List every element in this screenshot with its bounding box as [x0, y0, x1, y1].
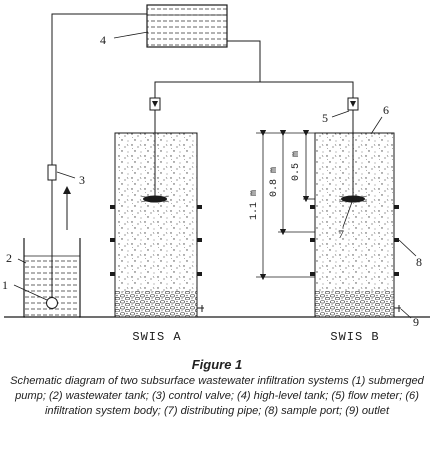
control-valve: [47, 164, 57, 181]
callout-1: 1: [2, 278, 8, 292]
outlet-b: [394, 305, 401, 312]
figure-caption-text: Schematic diagram of two subsurface wast…: [10, 375, 424, 417]
flow-meter-b: [347, 97, 359, 111]
callout-6: 6: [383, 103, 389, 117]
callout-8: 8: [416, 255, 422, 269]
swis-b-label: SWIS B: [330, 330, 379, 344]
callout-5: 5: [322, 111, 328, 125]
callout-3: 3: [79, 173, 85, 187]
callout-9: 9: [413, 315, 419, 329]
flow-meter-a: [149, 97, 161, 111]
dimension-label-middle: 0.8 m: [269, 167, 280, 197]
dimension-label-total: 1.1 m: [249, 190, 260, 220]
callout-2: 2: [6, 251, 12, 265]
figure-caption: Figure 1 Schematic diagram of two subsur…: [0, 357, 434, 419]
figure-title: Figure 1: [191, 357, 243, 372]
high-level-tank: [146, 4, 228, 48]
outlet-a: [197, 305, 204, 312]
sample-ports-a: [110, 205, 202, 276]
schematic-diagram: 1.1 m 0.8 m 0.5 m 1 2 3 4 5 6 7 8 9 SWIS…: [2, 4, 430, 344]
sample-ports-b: [310, 205, 399, 276]
swis-a-column: [114, 110, 198, 318]
callout-4: 4: [100, 33, 106, 47]
swis-a-label: SWIS A: [132, 330, 181, 344]
dimension-label-top: 0.5 m: [291, 151, 302, 181]
submerged-pump: [46, 297, 58, 309]
callout-leaders: [13, 31, 417, 319]
dimension-lines: [256, 129, 315, 281]
supply-pipe: [51, 13, 147, 297]
swis-b-column: [314, 110, 395, 318]
distribution-pipe-network: [154, 40, 354, 98]
callout-7: 7: [338, 227, 344, 241]
